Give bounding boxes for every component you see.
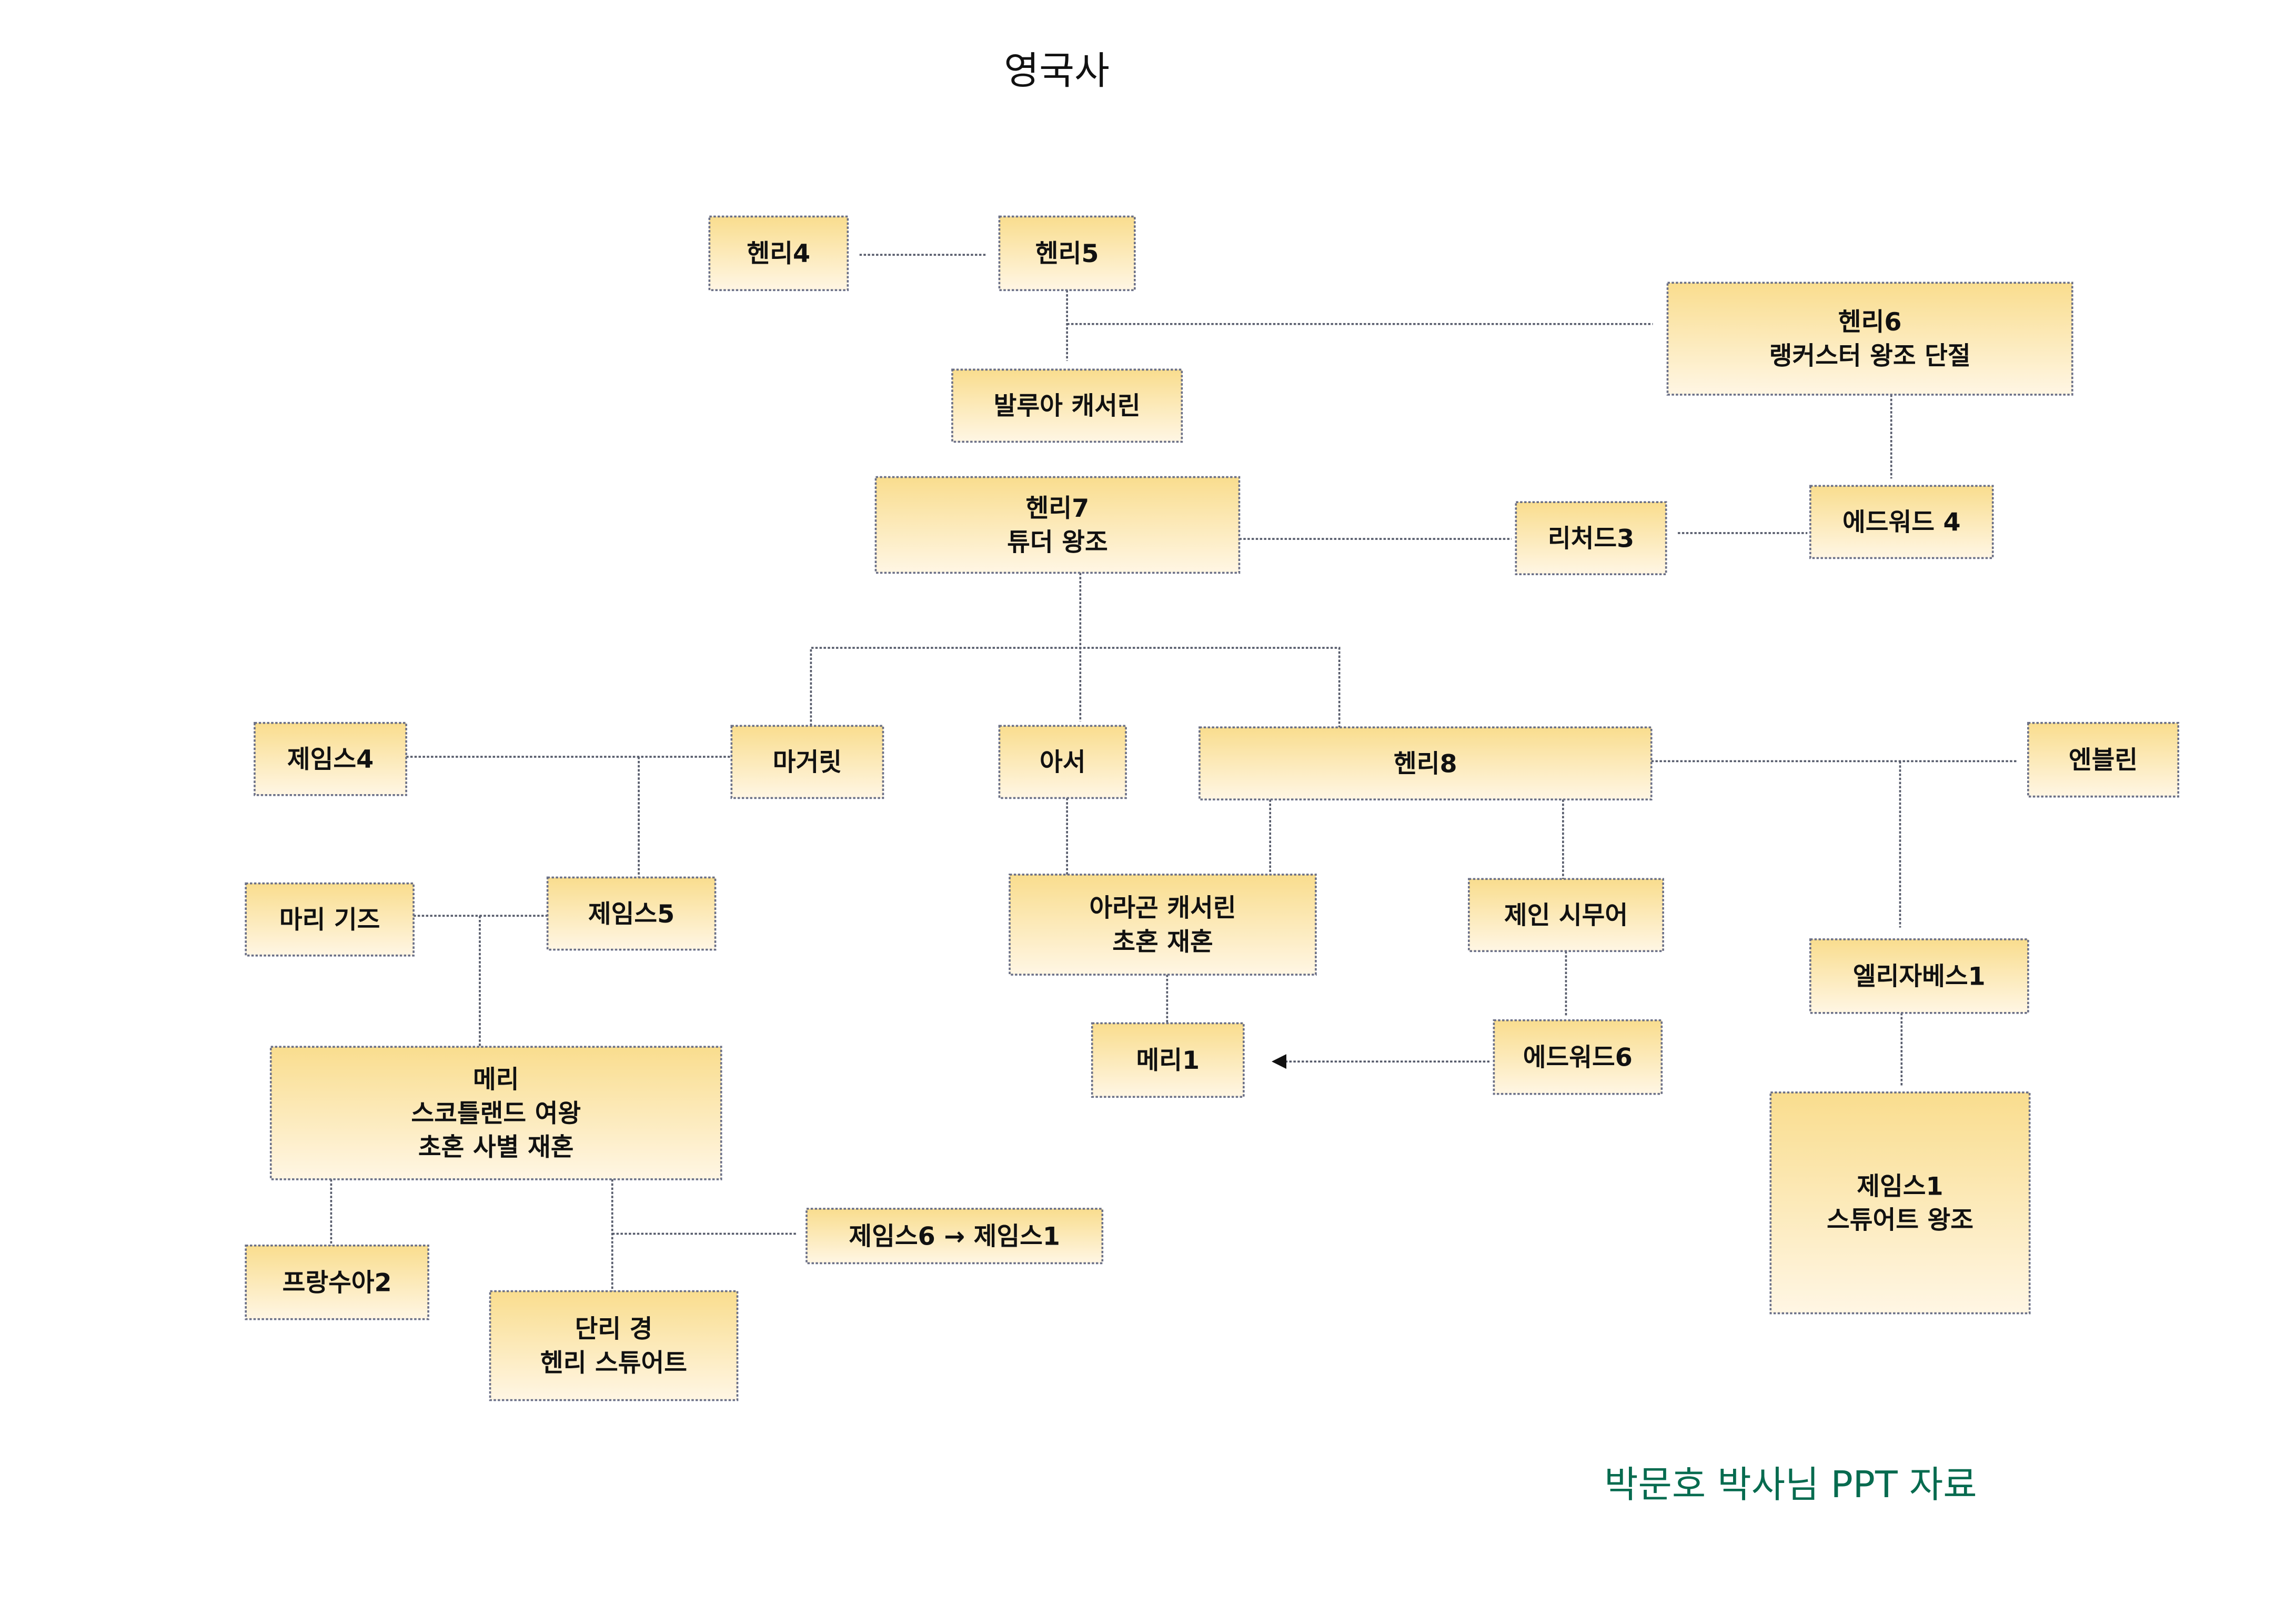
node-label: 에드워드 4: [1842, 508, 1961, 537]
node-box: [245, 882, 415, 957]
node-label: 메리1: [1136, 1046, 1200, 1075]
node-box: [1199, 726, 1653, 801]
node-label: 아라곤 캐서린: [1089, 894, 1236, 923]
node-box: [708, 215, 849, 292]
node-label: 초혼 재혼: [1112, 928, 1213, 957]
node-box: [951, 368, 1183, 443]
node-francis2: 프랑수아2: [245, 1245, 429, 1320]
node-label: 엘리자베스1: [1853, 963, 1986, 991]
node-box: [805, 1208, 1104, 1265]
node-james5: 제임스5: [546, 876, 717, 951]
node-label: 랭커스터 왕조 단절: [1769, 342, 1971, 371]
node-richard3: 리처드3: [1515, 501, 1667, 576]
node-label: 헨리4: [747, 239, 811, 268]
connector-lines: [330, 254, 2017, 1291]
node-label: 헨리 스튜어트: [540, 1349, 687, 1378]
node-label: 스코틀랜드 여왕: [411, 1099, 581, 1128]
node-box: [1009, 874, 1317, 976]
node-box: [998, 215, 1136, 292]
arrowhead-icon: [1271, 1054, 1286, 1069]
node-james6: 제임스6 → 제임스1: [805, 1208, 1104, 1265]
node-label: 에드워드6: [1523, 1044, 1633, 1072]
footer-credit: 박문호 박사님 PPT 자료: [1604, 1463, 1977, 1506]
node-label: 엔블린: [2069, 746, 2138, 775]
diagram-title: 영국사: [1004, 49, 1110, 94]
node-mary1: 메리1: [1091, 1022, 1245, 1098]
node-edward4: 에드워드 4: [1809, 485, 1994, 559]
node-label: 헨리7: [1026, 494, 1090, 523]
node-henry4: 헨리4: [708, 215, 849, 292]
node-arthur: 아서: [998, 725, 1127, 799]
node-label: 마거릿: [773, 748, 842, 777]
node-box: [254, 721, 407, 796]
node-box: [1468, 878, 1664, 953]
node-darnley: 단리 경헨리 스튜어트: [489, 1290, 739, 1401]
node-box: [730, 725, 884, 799]
node-label: 튜더 왕조: [1007, 528, 1108, 557]
node-label: 메리: [473, 1066, 519, 1095]
node-label: 마리 기즈: [279, 906, 380, 935]
node-label: 제임스5: [588, 900, 674, 929]
node-label: 헨리5: [1035, 239, 1099, 268]
node-box: [1809, 938, 2029, 1014]
node-label: 제인 시무어: [1504, 901, 1628, 930]
node-box: [1091, 1022, 1245, 1098]
node-label: 발루아 캐서린: [994, 392, 1141, 421]
node-label: 제임스6 → 제임스1: [849, 1222, 1060, 1251]
node-box: [1493, 1019, 1663, 1095]
node-james4: 제임스4: [254, 721, 407, 796]
node-label: 아서: [1040, 748, 1085, 777]
node-jane-seymour: 제인 시무어: [1468, 878, 1664, 953]
node-james1: 제임스1 스튜어트 왕조: [1769, 1091, 2031, 1315]
node-henry7: 헨리7 튜더 왕조: [874, 476, 1241, 574]
node-label: 단리 경: [575, 1315, 653, 1344]
node-mary-guise: 마리 기즈: [245, 882, 415, 957]
node-henry8: 헨리8: [1199, 726, 1653, 801]
node-henry5: 헨리5: [998, 215, 1136, 292]
node-margaret: 마거릿: [730, 725, 884, 799]
connector-line: [810, 647, 1341, 728]
node-box: [245, 1245, 429, 1320]
node-catherine-valois: 발루아 캐서린: [951, 368, 1183, 443]
node-label: 리처드3: [1548, 524, 1634, 553]
node-elizabeth1: 엘리자베스1: [1809, 938, 2029, 1014]
node-label: 스튜어트 왕조: [1827, 1206, 1973, 1235]
node-box: [269, 1046, 722, 1180]
node-label: 제임스4: [287, 745, 374, 774]
node-anne-boleyn: 엔블린: [2027, 721, 2180, 798]
node-label: 프랑수아2: [283, 1269, 392, 1298]
node-henry6: 헨리6 랭커스터 왕조 단절: [1666, 282, 2073, 396]
node-label: 헨리6: [1838, 308, 1902, 337]
node-label: 초혼 사별 재혼: [418, 1133, 574, 1162]
node-label: 헨리8: [1394, 749, 1457, 778]
node-edward6: 에드워드6: [1493, 1019, 1663, 1095]
node-box: [1515, 501, 1667, 576]
node-box: [546, 876, 717, 951]
node-box: [2027, 721, 2180, 798]
node-box: [1769, 1091, 2031, 1315]
node-box: [874, 476, 1241, 574]
node-box: [998, 725, 1127, 799]
node-box: [1666, 282, 2073, 396]
node-box: [489, 1290, 739, 1401]
node-box: [1809, 485, 1994, 559]
node-label: 제임스1: [1857, 1172, 1943, 1201]
